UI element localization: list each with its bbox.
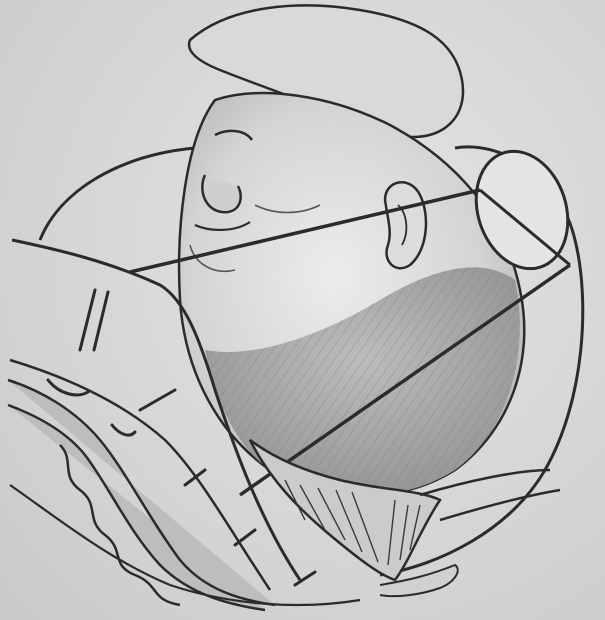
illustration-canvas (0, 0, 605, 620)
anatomical-illustration (0, 0, 605, 620)
